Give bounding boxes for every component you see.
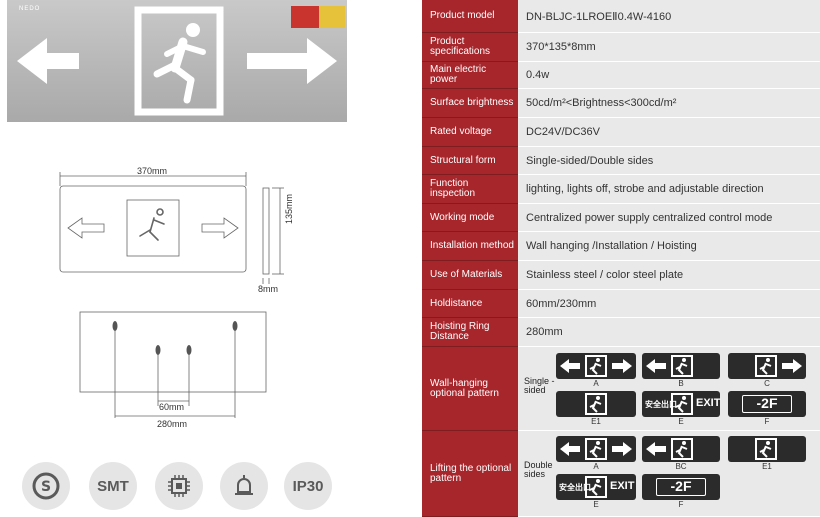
pattern-label: F (764, 417, 770, 426)
ip30-label: IP30 (292, 477, 324, 495)
width-dimension: 370mm (137, 166, 168, 176)
spec-label: Structural form (422, 147, 518, 175)
spec-value: 370*135*8mm (518, 33, 820, 62)
spec-label: Rated voltage (422, 118, 518, 147)
pattern-tile-a (556, 436, 636, 462)
spec-label: Use of Materials (422, 261, 518, 290)
right-arrow-icon (247, 38, 337, 84)
height-dimension: 135mm (284, 193, 294, 224)
pattern-label: F (678, 500, 684, 509)
spec-label: Installation method (422, 232, 518, 261)
left-arrow-icon (17, 38, 79, 84)
spec-value: Centralized power supply centralized con… (518, 204, 820, 232)
pattern-tile-bc (642, 436, 720, 462)
standard-certification-icon: S (22, 462, 70, 510)
depth-dimension: 8mm (258, 284, 278, 294)
pattern-tile-e: 安全出口 EXIT (556, 474, 636, 500)
hole-spacing-dimension: 60mm (159, 402, 185, 412)
pattern-tile-a (556, 353, 636, 379)
chinese-exit-text: 安全出口 (559, 483, 591, 492)
lifting-label: Lifting the optional pattern (422, 431, 518, 517)
pattern-label: A (593, 462, 599, 471)
pattern-tile-e1 (728, 436, 806, 462)
spec-row: Use of Materials Stainless steel / color… (422, 261, 820, 290)
chinese-exit-text: 安全出口 (645, 400, 677, 409)
spec-label: Main electric power (422, 62, 518, 89)
spec-row: Working mode Centralized power supply ce… (422, 204, 820, 232)
spec-label: Holdistance (422, 290, 518, 318)
spec-label: Hoisting Ring Distance (422, 318, 518, 347)
spec-label: Function inspection (422, 175, 518, 204)
spec-value: 50cd/m²<Brightness<300cd/m² (518, 89, 820, 118)
pattern-label: A (593, 379, 599, 388)
smt-label: SMT (97, 477, 129, 495)
pattern-label: C (764, 379, 770, 388)
pattern-label: E (593, 500, 599, 509)
spec-row: Product specifications 370*135*8mm (422, 33, 820, 62)
spec-row: Surface brightness 50cd/m²<Brightness<30… (422, 89, 820, 118)
spec-label: Surface brightness (422, 89, 518, 118)
smt-badge: SMT (89, 462, 137, 510)
brand-logo-text: NEDO (19, 6, 41, 12)
chip-icon (155, 462, 203, 510)
floor-indicator: -2F (742, 395, 792, 413)
spec-value: Wall hanging /Installation / Hoisting (518, 232, 820, 261)
certification-sticker (291, 6, 345, 28)
spec-value: 60mm/230mm (518, 290, 820, 318)
product-photo: NEDO (7, 0, 347, 122)
spec-row: Installation method Wall hanging /Instal… (422, 232, 820, 261)
spec-label: Product model (422, 0, 518, 33)
spec-row: Rated voltage DC24V/DC36V (422, 118, 820, 147)
spec-label: Working mode (422, 204, 518, 232)
exit-text: EXIT (696, 397, 721, 409)
spec-value: DN-BLJC-1LROEⅡ0.4W-4160 (518, 0, 820, 33)
pattern-label: E1 (591, 417, 601, 426)
pattern-tile-e: 安全出口 EXIT (642, 391, 720, 417)
spec-row: Function inspection lighting, lights off… (422, 175, 820, 204)
pattern-tile-c (728, 353, 806, 379)
svg-text:S: S (41, 479, 51, 495)
alarm-bell-icon (220, 462, 268, 510)
hole-span-dimension: 280mm (157, 419, 188, 429)
pattern-tile-f: -2F (642, 474, 720, 500)
pattern-tile-b (642, 353, 720, 379)
spec-row: Hoisting Ring Distance 280mm (422, 318, 820, 347)
spec-value: lighting, lights off, strobe and adjusta… (518, 175, 820, 204)
pattern-label: BC (675, 462, 687, 471)
dimension-drawing (59, 172, 284, 418)
floor-indicator: -2F (656, 478, 706, 496)
pattern-tile-f: -2F (728, 391, 806, 417)
pattern-label: E (678, 417, 684, 426)
exit-text: EXIT (610, 480, 635, 492)
pattern-label: B (678, 379, 684, 388)
pattern-tile-e1 (556, 391, 636, 417)
spec-value: 280mm (518, 318, 820, 347)
spec-value: DC24V/DC36V (518, 118, 820, 147)
wall-hanging-label: Wall-hanging optional pattern (422, 347, 518, 431)
single-sided-label: Single -sided (524, 376, 555, 395)
spec-row: Main electric power 0.4w (422, 62, 820, 89)
spec-row: Structural form Single-sided/Double side… (422, 147, 820, 175)
spec-row: Holdistance 60mm/230mm (422, 290, 820, 318)
spec-label: Product specifications (422, 33, 518, 62)
spec-row: Product model DN-BLJC-1LROEⅡ0.4W-4160 (422, 0, 820, 33)
spec-value: Stainless steel / color steel plate (518, 261, 820, 290)
pattern-label: E1 (762, 462, 772, 471)
double-sides-label: Double sides (524, 460, 553, 479)
running-man-icon (153, 23, 206, 104)
spec-value: 0.4w (518, 62, 820, 89)
ip30-badge: IP30 (284, 462, 332, 510)
spec-value: Single-sided/Double sides (518, 147, 820, 175)
